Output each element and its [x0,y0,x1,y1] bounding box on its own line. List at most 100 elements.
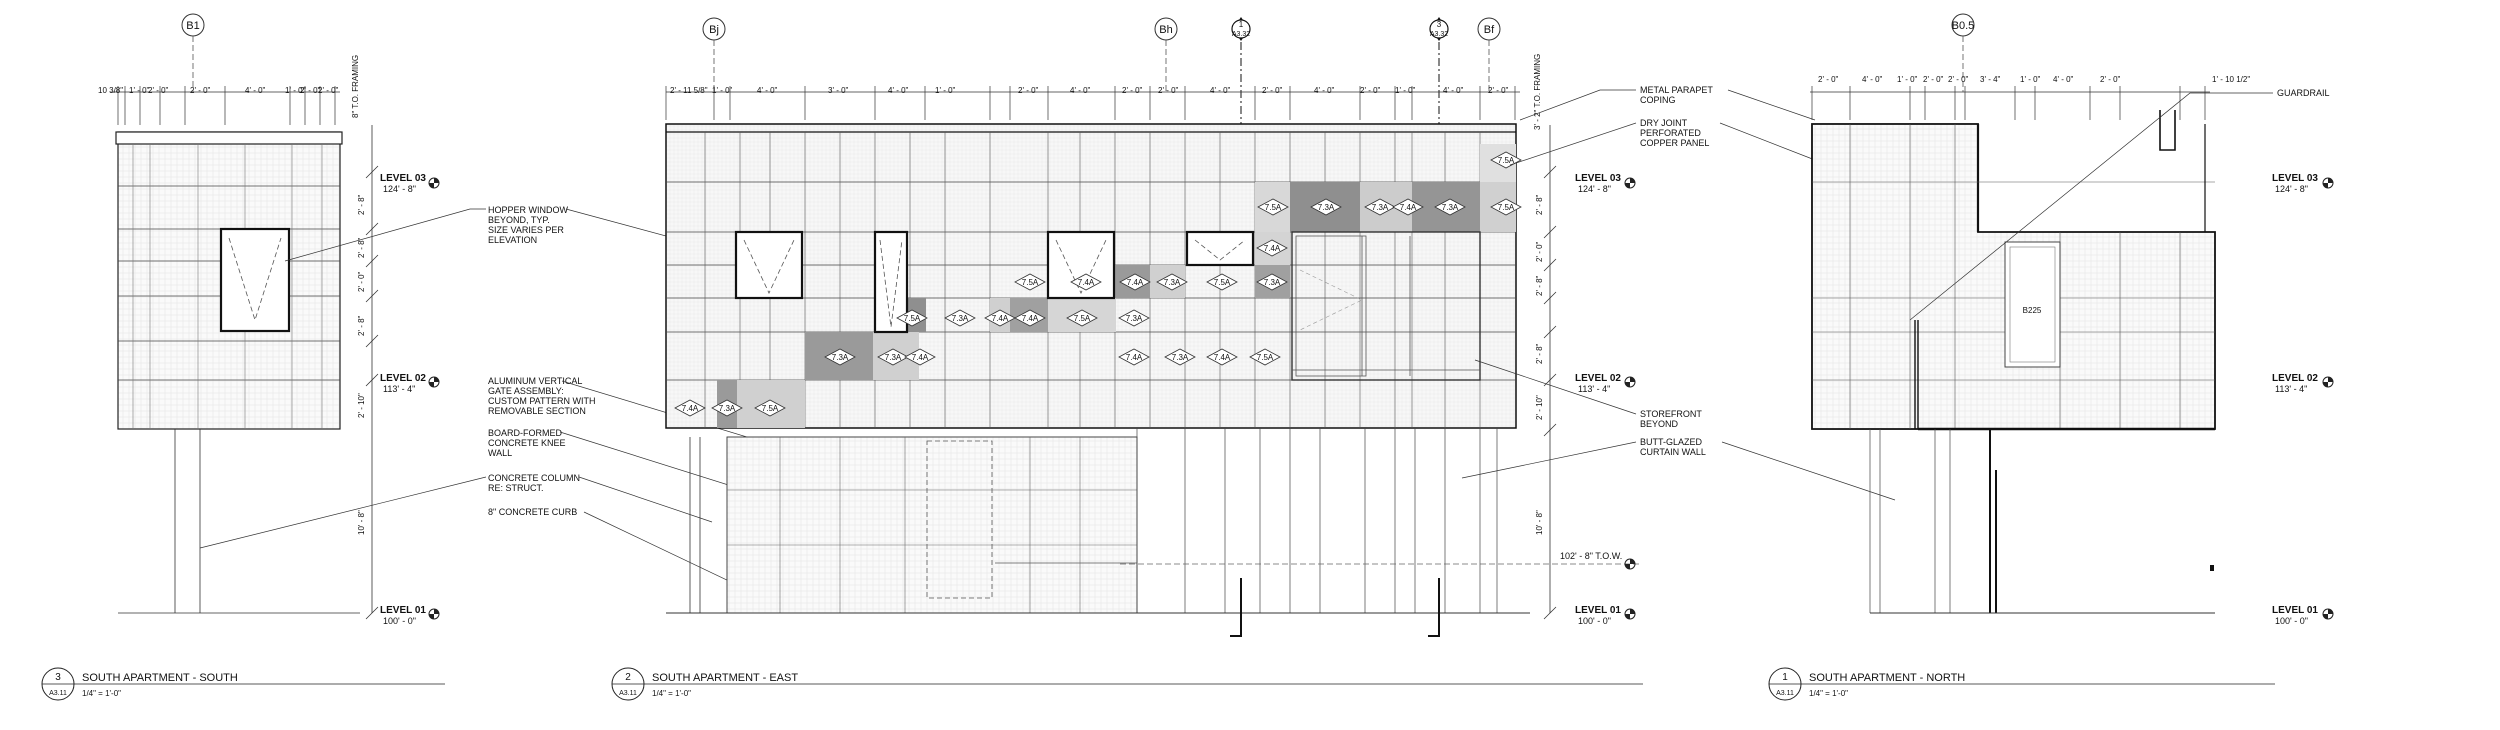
panel-tag: 7.4A [1014,309,1046,327]
view-title-east: 2 A3.11 SOUTH APARTMENT - EAST 1/4" = 1'… [611,667,1643,701]
hopper-windows [734,230,1255,334]
svg-text:100' - 0": 100' - 0" [383,616,416,626]
north-elevation: B0.5 2' - 0" 4' - 0" 1' - 0" 2' - 0" 2' … [1810,13,2334,626]
svg-text:1' - 0": 1' - 0" [712,86,733,95]
panel-tag: 7.3A [1310,198,1342,216]
svg-text:3' - 4": 3' - 4" [1980,75,2001,84]
svg-text:100' - 0": 100' - 0" [1578,616,1611,626]
panel-tag-label: 7.5A [1074,314,1091,323]
panel-tag: 7.3A [1434,198,1466,216]
svg-text:4' - 0": 4' - 0" [1443,86,1464,95]
east-elevation: Bj Bh Bf 1 A3.32 3 A3.32 2' - 11 5/8" 1'… [665,17,1640,637]
svg-text:BEYOND, TYP.: BEYOND, TYP. [488,215,550,225]
svg-text:LEVEL 02: LEVEL 02 [2272,373,2318,384]
svg-text:LEVEL 02: LEVEL 02 [380,373,426,384]
panel-tag: 7.4A [904,348,936,366]
dimension-string-north: 2' - 0" 4' - 0" 1' - 0" 2' - 0" 2' - 0" … [1818,75,2250,84]
svg-text:A3.11: A3.11 [619,690,637,697]
view-title-text: SOUTH APARTMENT - EAST [652,672,798,684]
section-marker: 3 A3.32 [1429,17,1449,145]
panel-tag: 7.5A [754,399,786,417]
panel-tag: 7.5A [1249,348,1281,366]
panel-tag-label: 7.3A [885,353,902,362]
panel-tag: 7.4A [1070,273,1102,291]
svg-text:4' - 0": 4' - 0" [2053,75,2074,84]
svg-text:LEVEL 03: LEVEL 03 [380,173,426,184]
svg-text:2' - 0": 2' - 0" [2100,75,2121,84]
svg-text:4' - 0": 4' - 0" [1862,75,1883,84]
panel-tag: 7.5A [896,309,928,327]
panel-tag: 7.4A [1256,239,1288,257]
svg-text:1/4" = 1'-0": 1/4" = 1'-0" [82,689,121,698]
svg-text:2' - 0": 2' - 0" [1948,75,1969,84]
panel-tag: 7.5A [1257,198,1289,216]
svg-text:2' - 11 5/8": 2' - 11 5/8" [670,86,708,95]
svg-text:SIZE VARIES PER: SIZE VARIES PER [488,225,564,235]
room-tag: B225 [2023,306,2042,315]
panel-tag-label: 7.4A [912,353,929,362]
panel-tag-label: 7.3A [1372,203,1389,212]
svg-text:REMOVABLE SECTION: REMOVABLE SECTION [488,406,586,416]
svg-text:3: 3 [55,672,61,683]
svg-text:DRY JOINT: DRY JOINT [1640,118,1688,128]
svg-text:Bj: Bj [709,24,719,36]
svg-text:10' - 8": 10' - 8" [357,510,366,535]
svg-text:LEVEL 02: LEVEL 02 [1575,373,1621,384]
svg-text:1' - 10 1/2": 1' - 10 1/2" [2212,75,2250,84]
svg-text:2' - 8": 2' - 8" [357,237,366,258]
panel-tag-label: 7.5A [1265,203,1282,212]
svg-text:LEVEL 03: LEVEL 03 [2272,173,2318,184]
section-marker: 1 A3.32 [1231,17,1251,145]
svg-text:1/4" = 1'-0": 1/4" = 1'-0" [1809,689,1848,698]
panel-tag: 7.3A [1156,273,1188,291]
svg-text:4' - 0": 4' - 0" [1070,86,1091,95]
svg-text:PERFORATED: PERFORATED [1640,128,1701,138]
svg-text:100' - 0": 100' - 0" [2275,616,2308,626]
panel-tag-label: 7.4A [1126,353,1143,362]
panel-tag-label: 7.3A [719,404,736,413]
svg-text:4' - 0": 4' - 0" [1314,86,1335,95]
panel-tag-label: 7.3A [1172,353,1189,362]
svg-text:1' - 0": 1' - 0" [1897,75,1918,84]
panel-tag: 7.3A [1256,273,1288,291]
panel-tag-label: 7.4A [1022,314,1039,323]
level-markers-east: LEVEL 03 124' - 8" LEVEL 02 113' - 4" 10… [1560,173,1636,626]
svg-text:2' - 0": 2' - 0" [1535,241,1544,262]
svg-text:4' - 0": 4' - 0" [245,86,266,95]
svg-text:2: 2 [625,672,631,683]
svg-text:STOREFRONT: STOREFRONT [1640,409,1702,419]
svg-text:LEVEL 03: LEVEL 03 [1575,173,1621,184]
panel-tags: 7.4A 7.3A 7.5A 7.3A 7.3A 7.4A 7.5A 7.3A 7.4A 7.4A… [674,151,1522,417]
grid-label-b1: B1 [186,20,199,32]
svg-text:WALL: WALL [488,448,512,458]
svg-text:10 3/8": 10 3/8" [98,86,123,95]
svg-text:2' - 0": 2' - 0" [357,271,366,292]
svg-text:2' - 0": 2' - 0" [1923,75,1944,84]
svg-text:1' - 0": 1' - 0" [285,86,306,95]
svg-text:124' - 8": 124' - 8" [1578,184,1611,194]
panel-tag-label: 7.5A [1022,278,1039,287]
parapet [115,131,343,145]
svg-text:CONCRETE KNEE: CONCRETE KNEE [488,438,566,448]
panel-tag: 7.5A [1014,273,1046,291]
panel-tag-label: 7.3A [1442,203,1459,212]
view-title-north: 1 A3.11 SOUTH APARTMENT - NORTH 1/4" = 1… [1768,667,2275,701]
hopper-window [219,227,291,333]
view-title-south: 3 A3.11 SOUTH APARTMENT - SOUTH 1/4" = 1… [41,667,445,701]
svg-text:2' - 0": 2' - 0" [190,86,211,95]
svg-text:1' - 0": 1' - 0" [129,86,150,95]
svg-text:1' - 0": 1' - 0" [2020,75,2041,84]
svg-text:4' - 0": 4' - 0" [757,86,778,95]
dimension-string-south: 10 3/8" 1' - 0" 2' - 0" 2' - 0" 4' - 0" … [98,86,339,95]
panel-tag: 7.3A [1118,309,1150,327]
svg-text:1' - 0": 1' - 0" [935,86,956,95]
view-title-text: SOUTH APARTMENT - SOUTH [82,672,238,684]
svg-text:A3.32: A3.32 [1430,31,1448,38]
panel-tag: 7.5A [1066,309,1098,327]
svg-text:1/4" = 1'-0": 1/4" = 1'-0" [652,689,691,698]
svg-text:2' - 8": 2' - 8" [1535,275,1544,296]
svg-text:CUSTOM PATTERN WITH: CUSTOM PATTERN WITH [488,396,596,406]
svg-text:2' - 8": 2' - 8" [1535,194,1544,215]
